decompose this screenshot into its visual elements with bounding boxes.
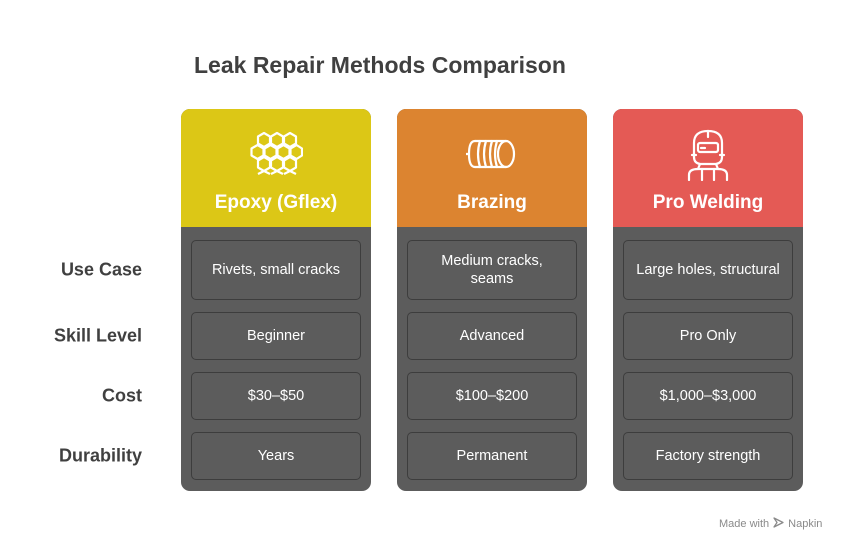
cell-pro-welding-use-case: Large holes, structural — [623, 240, 793, 300]
column-pro-welding: Pro Welding Large holes, structural Pro … — [613, 109, 803, 491]
cell-epoxy-cost: $30–$50 — [191, 372, 361, 420]
page-title: Leak Repair Methods Comparison — [194, 52, 566, 78]
column-header-pro-welding: Pro Welding — [613, 109, 803, 227]
napkin-brand: Napkin — [788, 518, 823, 530]
cell-epoxy-durability: Years — [191, 432, 361, 480]
cell-pro-welding-durability: Factory strength — [623, 432, 793, 480]
napkin-logo-icon — [773, 517, 784, 531]
cell-brazing-durability: Permanent — [407, 432, 577, 480]
cell-brazing-skill-level: Advanced — [407, 312, 577, 360]
column-title-pro-welding: Pro Welding — [652, 192, 764, 213]
column-epoxy: Epoxy (Gflex) Rivets, small cracks Begin… — [181, 109, 371, 491]
column-title-epoxy: Epoxy (Gflex) — [214, 192, 338, 213]
column-brazing: Brazing Medium cracks, seams Advanced $1… — [397, 109, 587, 491]
column-header-brazing: Brazing — [397, 109, 587, 227]
cell-epoxy-use-case: Rivets, small cracks — [191, 240, 361, 300]
cell-brazing-use-case: Medium cracks, seams — [407, 240, 577, 300]
cell-pro-welding-cost: $1,000–$3,000 — [623, 372, 793, 420]
row-label-cost: Cost — [102, 385, 142, 406]
cell-epoxy-skill-level: Beginner — [191, 312, 361, 360]
column-title-brazing: Brazing — [457, 192, 527, 213]
honeycomb-icon — [249, 131, 304, 186]
welder-icon — [686, 129, 730, 186]
row-label-skill-level: Skill Level — [53, 325, 142, 346]
row-label-durability: Durability — [58, 445, 142, 466]
cell-pro-welding-skill-level: Pro Only — [623, 312, 793, 360]
napkin-watermark: Made with Napkin — [719, 517, 822, 531]
made-with-label: Made with — [719, 518, 770, 530]
cell-brazing-cost: $100–$200 — [407, 372, 577, 420]
pipe-clamp-icon — [464, 137, 518, 176]
row-label-use-case: Use Case — [60, 259, 142, 280]
column-header-epoxy: Epoxy (Gflex) — [181, 109, 371, 227]
